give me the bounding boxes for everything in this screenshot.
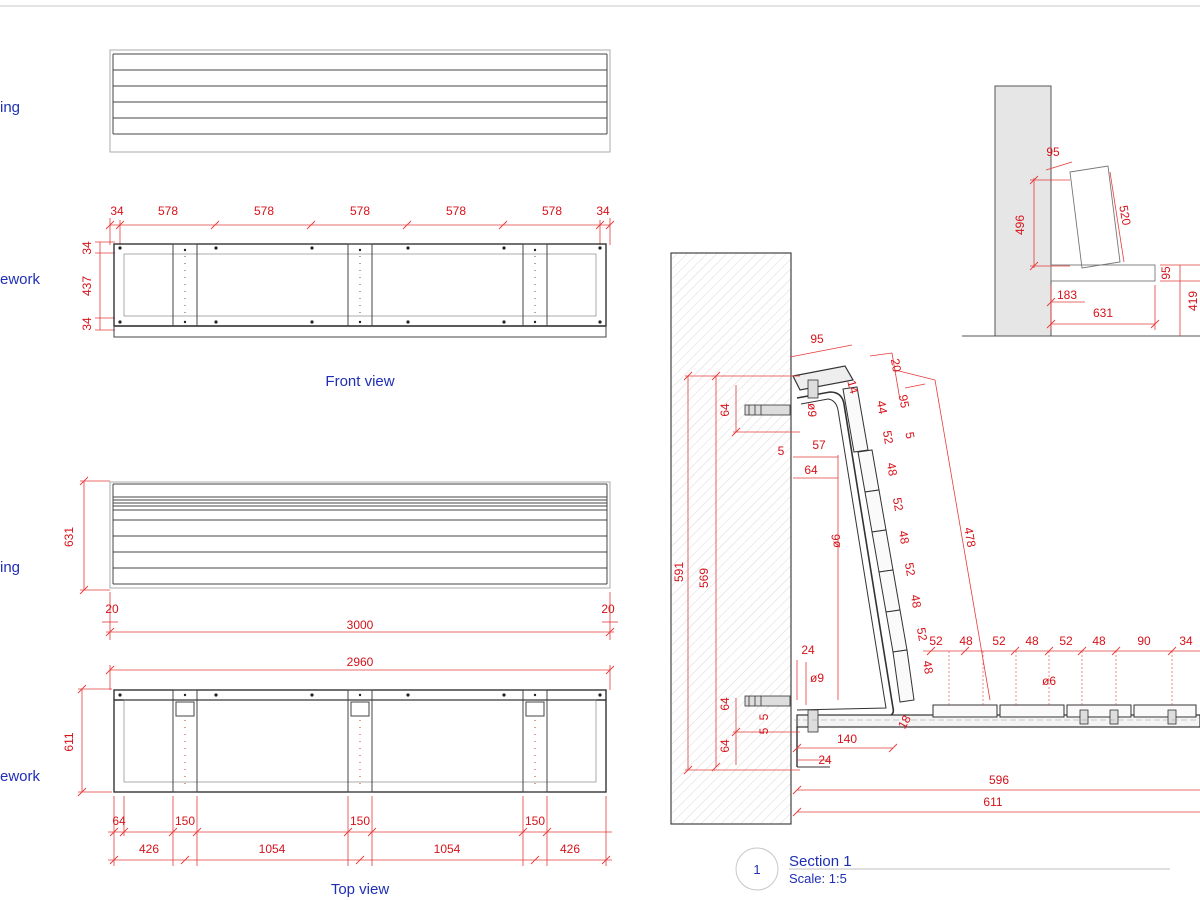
sec-seat-dim-18: 18 xyxy=(895,712,914,731)
front-dim-3: 578 xyxy=(254,204,274,218)
key-dim-95a: 95 xyxy=(1046,145,1060,159)
post-dim-3: 150 xyxy=(350,814,370,828)
sec-bottom-dim-dia9: ø9 xyxy=(810,671,824,685)
key-dim-419: 419 xyxy=(1186,291,1200,311)
front-left-dim-1: 34 xyxy=(80,241,94,255)
post-dim-4: 150 xyxy=(525,814,545,828)
section-title-block: 1 Section 1 Scale: 1:5 xyxy=(735,847,1170,891)
cladding-length-outer: 3000 xyxy=(347,618,374,632)
sec-wall-dim-dia9a: ø9 xyxy=(805,403,819,417)
sec-back-dim-478: 478 xyxy=(961,526,978,548)
sec-seat-dim-52d: 52 xyxy=(929,634,943,648)
sec-top-dim-14: 14 xyxy=(844,379,861,396)
sec-seat-dim-48d: 48 xyxy=(920,660,936,676)
sec-top-dim-95b: 95 xyxy=(896,394,912,410)
sec-wall-dim-57: 57 xyxy=(812,438,826,452)
front-dim-4: 578 xyxy=(350,204,370,218)
front-cladding-elevation xyxy=(109,49,611,153)
cladding-height-dim: 631 xyxy=(62,527,76,547)
cladding-edge-dim-left: 20 xyxy=(105,602,119,616)
sec-back-dim-48b: 48 xyxy=(896,530,912,546)
sec-seat-dim-52b: 52 xyxy=(992,634,1006,648)
sec-back-dim-48a: 48 xyxy=(884,462,900,478)
sec-seat-dim-90: 90 xyxy=(1137,634,1151,648)
front-dim-2: 578 xyxy=(158,204,178,218)
sec-back-dim-48c: 48 xyxy=(908,594,924,610)
sec-wall-dim-569: 569 xyxy=(697,568,711,588)
spacing-dim-1: 426 xyxy=(139,842,159,856)
sec-bottom-dim-5b: 5 xyxy=(757,727,771,734)
sec-top-dim-44: 44 xyxy=(874,400,890,416)
wall-section xyxy=(670,252,792,825)
front-dim-1: 34 xyxy=(110,204,124,218)
key-dim-496: 496 xyxy=(1013,215,1027,235)
sec-seat-dim-52a: 52 xyxy=(914,627,930,643)
section-number-circle xyxy=(735,847,779,891)
sec-bottom-dim-140: 140 xyxy=(837,732,857,746)
sec-top-dim-20: 20 xyxy=(888,358,904,374)
section-1-drawing: 95 20 14 95 44 52 5 64 ø9 57 5 64 591 56… xyxy=(670,252,1200,825)
sec-seat-dim-48c: 48 xyxy=(1092,634,1106,648)
side-label-3: ing xyxy=(0,559,20,576)
spacing-dim-2: 1054 xyxy=(259,842,286,856)
post-dim-1: 64 xyxy=(112,814,126,828)
sec-bottom-dim-64a: 64 xyxy=(718,697,732,711)
side-label-1: ing xyxy=(0,99,20,116)
sec-wall-dim-591: 591 xyxy=(672,562,686,582)
cladding-edge-dim-right: 20 xyxy=(601,602,615,616)
front-left-dim-2: 437 xyxy=(80,276,94,296)
seat-slat-dim-guides xyxy=(948,651,1173,705)
front-framework-elevation: 34 578 578 578 578 578 34 34 437 34 xyxy=(80,204,615,338)
front-dim-6: 578 xyxy=(542,204,562,218)
sec-seat-dim-48a: 48 xyxy=(959,634,973,648)
sec-bottom-dim-64b: 64 xyxy=(718,739,732,753)
cladding-length-inner: 2960 xyxy=(347,655,374,669)
sec-top-dim-52: 52 xyxy=(880,430,896,446)
key-plan-section: 95 520 496 183 95 631 419 xyxy=(962,85,1200,337)
sec-bottom-dim-5a: 5 xyxy=(757,713,771,720)
front-dim-5: 578 xyxy=(446,204,466,218)
key-dim-520: 520 xyxy=(1116,204,1133,226)
sec-seat-dim-dia6: ø6 xyxy=(1042,674,1056,688)
section-number: 1 xyxy=(753,862,760,877)
sec-back-dim-52a: 52 xyxy=(890,497,906,513)
sec-back-dim-dia6: ø6 xyxy=(829,534,843,548)
section-scale: Scale: 1:5 xyxy=(789,871,847,886)
sec-wall-dim-64a: 64 xyxy=(718,403,732,417)
key-dim-95b: 95 xyxy=(1159,266,1173,280)
spacing-dim-3: 1054 xyxy=(434,842,461,856)
front-dim-7: 34 xyxy=(596,204,610,218)
post-dim-2: 150 xyxy=(175,814,195,828)
sec-bottom-dim-24b: 24 xyxy=(818,753,832,767)
sec-wall-dim-64b: 64 xyxy=(804,463,818,477)
key-dim-631: 631 xyxy=(1093,306,1113,320)
sec-bottom-dim-24a: 24 xyxy=(801,643,815,657)
front-view-title: Front view xyxy=(325,373,394,390)
sec-seat-dim-48b: 48 xyxy=(1025,634,1039,648)
top-framework-plan: 611 xyxy=(62,684,612,866)
sec-back-dim-52b: 52 xyxy=(902,562,918,578)
sec-wall-dim-5: 5 xyxy=(778,444,785,458)
section-title: Section 1 xyxy=(789,853,852,870)
key-dim-183: 183 xyxy=(1057,288,1077,302)
sec-seat-depth-596: 596 xyxy=(989,773,1009,787)
sec-top-dim-5: 5 xyxy=(902,431,917,440)
side-label-2: ework xyxy=(0,271,41,288)
sec-top-dim-95: 95 xyxy=(810,332,824,346)
side-label-4: ework xyxy=(0,768,41,785)
spacing-dim-4: 426 xyxy=(560,842,580,856)
sec-seat-dim-34: 34 xyxy=(1179,634,1193,648)
framework-height-dim: 611 xyxy=(62,732,76,751)
sec-seat-depth-611: 611 xyxy=(983,795,1002,809)
top-view-title: Top view xyxy=(331,881,390,898)
top-cladding-plan: 631 20 20 3000 2960 xyxy=(62,476,618,690)
front-left-dim-3: 34 xyxy=(80,317,94,331)
sec-seat-dim-52c: 52 xyxy=(1059,634,1073,648)
